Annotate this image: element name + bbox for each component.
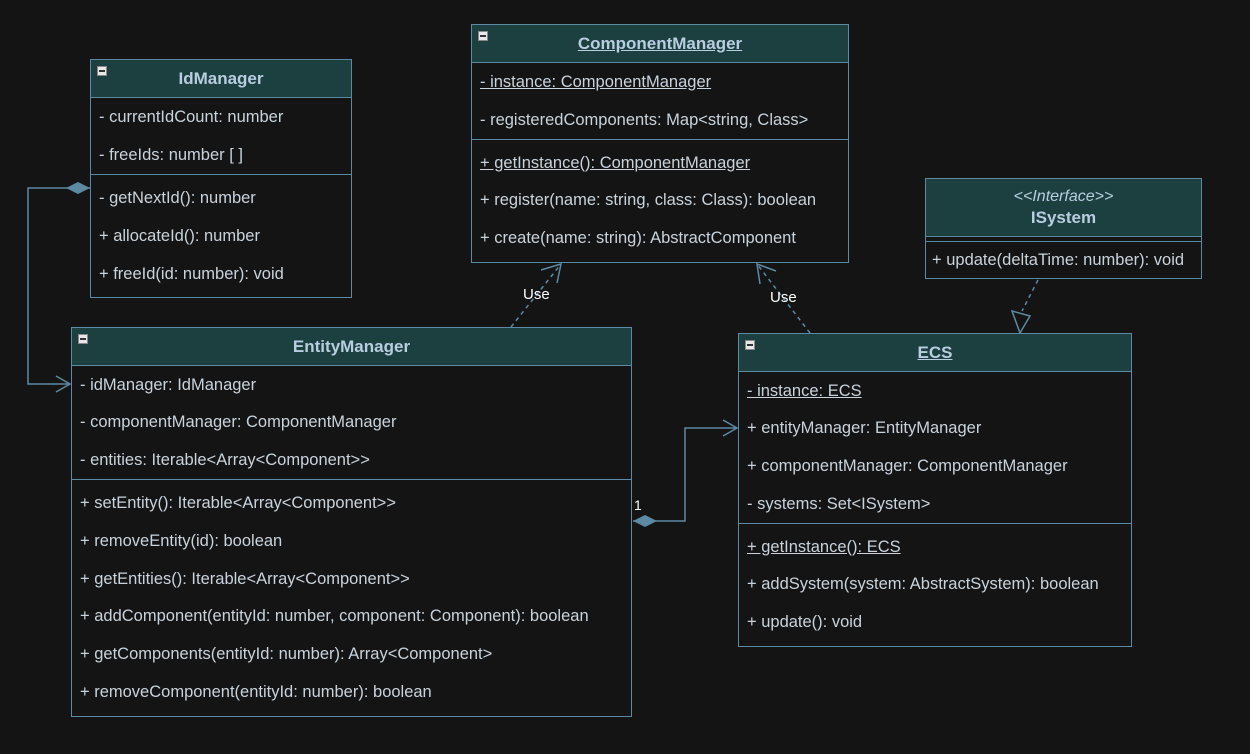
method: + getComponents(entityId: number): Array… <box>80 644 493 663</box>
class-header[interactable]: EntityManager <box>72 328 631 366</box>
class-name: EntityManager <box>292 336 411 356</box>
realization-ecs-isystem <box>1021 279 1039 312</box>
method-text: + getInstance(): ComponentManager <box>480 153 751 172</box>
composition-idmanager-entitymanager <box>27 187 90 385</box>
multiplicity-entitymanager: 1 <box>634 497 642 513</box>
attribute: + entityManager: EntityManager <box>747 419 982 437</box>
class-isystem[interactable]: <<Interface>> ISystem + update(deltaTime… <box>925 178 1202 279</box>
attribute: - componentManager: ComponentManager <box>80 413 397 431</box>
method: + removeEntity(id): boolean <box>80 531 283 550</box>
class-name: IdManager <box>178 68 264 88</box>
method: + register(name: string, class: Class): … <box>480 191 817 209</box>
composition-entitymanager-ecs <box>633 427 737 522</box>
attribute: - freeIds: number [ ] <box>99 145 243 164</box>
attributes-section: - instance: ComponentManager - registere… <box>472 63 848 139</box>
collapse-icon[interactable] <box>745 340 755 350</box>
method: + setEntity(): Iterable<Array<Component>… <box>80 493 396 512</box>
arrowhead-ecs <box>722 419 739 437</box>
method: + addSystem(system: AbstractSystem): boo… <box>747 575 1099 593</box>
methods-section: + setEntity(): Iterable<Array<Component>… <box>72 479 631 711</box>
methods-section: + update(deltaTime: number): void <box>926 241 1201 278</box>
method: + freeId(id: number): void <box>99 264 284 283</box>
attributes-section: - idManager: IdManager - componentManage… <box>72 366 631 479</box>
class-header[interactable]: ECS <box>739 334 1131 372</box>
method: + create(name: string): AbstractComponen… <box>480 228 796 247</box>
dependency-arrowhead-componentmanager-2 <box>756 262 777 285</box>
composition-diamond-entitymanager <box>633 515 657 527</box>
stereotype: <<Interface>> <box>1013 187 1114 205</box>
class-header[interactable]: IdManager <box>91 60 351 98</box>
class-name: ComponentManager <box>577 33 743 53</box>
method: + getInstance(): ECS <box>739 528 1131 566</box>
attribute: - registeredComponents: Map<string, Clas… <box>480 110 809 129</box>
method-text: + getInstance(): ECS <box>747 537 901 556</box>
class-header[interactable]: ComponentManager <box>472 25 848 63</box>
methods-section: + getInstance(): ComponentManager + regi… <box>472 139 848 257</box>
attribute-text: - instance: ComponentManager <box>480 72 712 91</box>
attribute: - entities: Iterable<Array<Component>> <box>80 450 370 469</box>
method: + getEntities(): Iterable<Array<Componen… <box>80 569 410 588</box>
class-componentmanager[interactable]: ComponentManager - instance: ComponentMa… <box>471 24 849 263</box>
attribute: + componentManager: ComponentManager <box>747 456 1068 475</box>
method: + removeComponent(entityId: number): boo… <box>80 682 432 701</box>
attribute: - instance: ECS <box>739 372 1131 410</box>
arrowhead-entitymanager <box>55 375 72 393</box>
attribute: - currentIdCount: number <box>99 107 284 126</box>
method: + update(deltaTime: number): void <box>932 250 1185 269</box>
methods-section: - getNextId(): number + allocateId(): nu… <box>91 174 351 293</box>
use-label-entitymanager: Use <box>523 286 550 303</box>
realization-triangle <box>1010 309 1032 335</box>
attribute: - idManager: IdManager <box>80 375 257 394</box>
class-entitymanager[interactable]: EntityManager - idManager: IdManager - c… <box>71 327 632 717</box>
composition-diamond-idmanager <box>66 182 90 194</box>
collapse-icon[interactable] <box>78 334 88 344</box>
methods-section: + getInstance(): ECS + addSystem(system:… <box>739 523 1131 641</box>
attribute-text: - instance: ECS <box>747 381 862 400</box>
dependency-arrowhead-componentmanager-1 <box>540 262 562 284</box>
collapse-icon[interactable] <box>97 66 107 76</box>
dependency-ecs-componentmanager <box>756 263 811 334</box>
method: + allocateId(): number <box>99 226 260 245</box>
class-name: ECS <box>917 342 953 362</box>
class-ecs[interactable]: ECS - instance: ECS + entityManager: Ent… <box>738 333 1132 647</box>
method: + getInstance(): ComponentManager <box>472 144 848 182</box>
attribute: - instance: ComponentManager <box>472 63 848 101</box>
class-name: ISystem <box>1030 207 1097 227</box>
method: + update(): void <box>747 612 863 631</box>
dependency-entitymanager-componentmanager <box>510 263 562 328</box>
use-label-ecs: Use <box>770 289 797 306</box>
class-idmanager[interactable]: IdManager - currentIdCount: number - fre… <box>90 59 352 298</box>
method: + addComponent(entityId: number, compone… <box>80 607 589 625</box>
method: - getNextId(): number <box>99 188 256 207</box>
attributes-section: - currentIdCount: number - freeIds: numb… <box>91 98 351 174</box>
attributes-section: - instance: ECS + entityManager: EntityM… <box>739 372 1131 523</box>
collapse-icon[interactable] <box>478 31 488 41</box>
attribute: - systems: Set<ISystem> <box>747 494 931 513</box>
class-header[interactable]: <<Interface>> ISystem <box>926 179 1201 237</box>
